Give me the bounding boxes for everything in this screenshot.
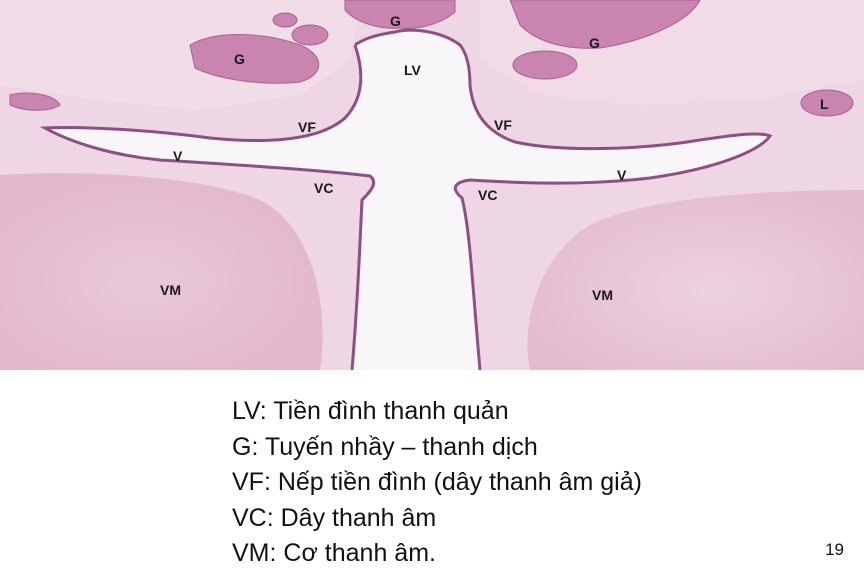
label-vc-left: VC	[314, 180, 333, 196]
gland-far-left	[9, 92, 61, 111]
label-g-top: G	[390, 13, 401, 29]
gland-left-small	[291, 24, 329, 46]
label-lv: LV	[404, 62, 422, 78]
epithelium-lining	[39, 28, 773, 370]
tissue-labels: G G G LV L VF VF V V VC VC VM VM	[160, 13, 829, 303]
vocalis-muscle-left	[0, 173, 323, 370]
label-vf-left: VF	[298, 119, 316, 135]
label-l: L	[820, 96, 829, 112]
vocalis-muscle-right	[527, 190, 864, 370]
label-vm-right: VM	[592, 287, 613, 303]
page-number: 19	[825, 540, 844, 559]
label-g-right: G	[589, 35, 600, 51]
label-vf-right: VF	[494, 117, 512, 133]
laryngeal-lumen	[45, 30, 770, 370]
label-vc-right: VC	[478, 187, 497, 203]
gland-top-right	[509, 0, 701, 49]
gland-left-small-2	[272, 12, 298, 28]
abbreviation-legend: LV: Tiền đình thanh quản G: Tuyến nhầy –…	[232, 394, 792, 572]
label-g-left: G	[234, 51, 245, 67]
legend-item-lv: LV: Tiền đình thanh quản	[232, 397, 509, 425]
legend-item-vc: VC: Dây thanh âm	[232, 503, 437, 532]
label-v-right: V	[617, 167, 627, 183]
gland-right-lateral	[800, 89, 854, 117]
glands	[9, 0, 854, 117]
label-vm-left: VM	[160, 282, 181, 298]
label-v-left: V	[173, 148, 183, 164]
gland-left-cluster	[189, 34, 320, 84]
larynx-histology-image: G G G LV L VF VF V V VC VC VM VM	[0, 0, 864, 370]
legend-item-vf: VF: Nếp tiền đình (dây thanh âm giả)	[232, 468, 642, 496]
gland-top-center	[344, 0, 456, 29]
legend-item-g: G: Tuyến nhầy – thanh dịch	[232, 432, 538, 461]
gland-top-right-lobe	[512, 50, 578, 80]
legend-item-vm: VM: Cơ thanh âm.	[232, 539, 436, 567]
